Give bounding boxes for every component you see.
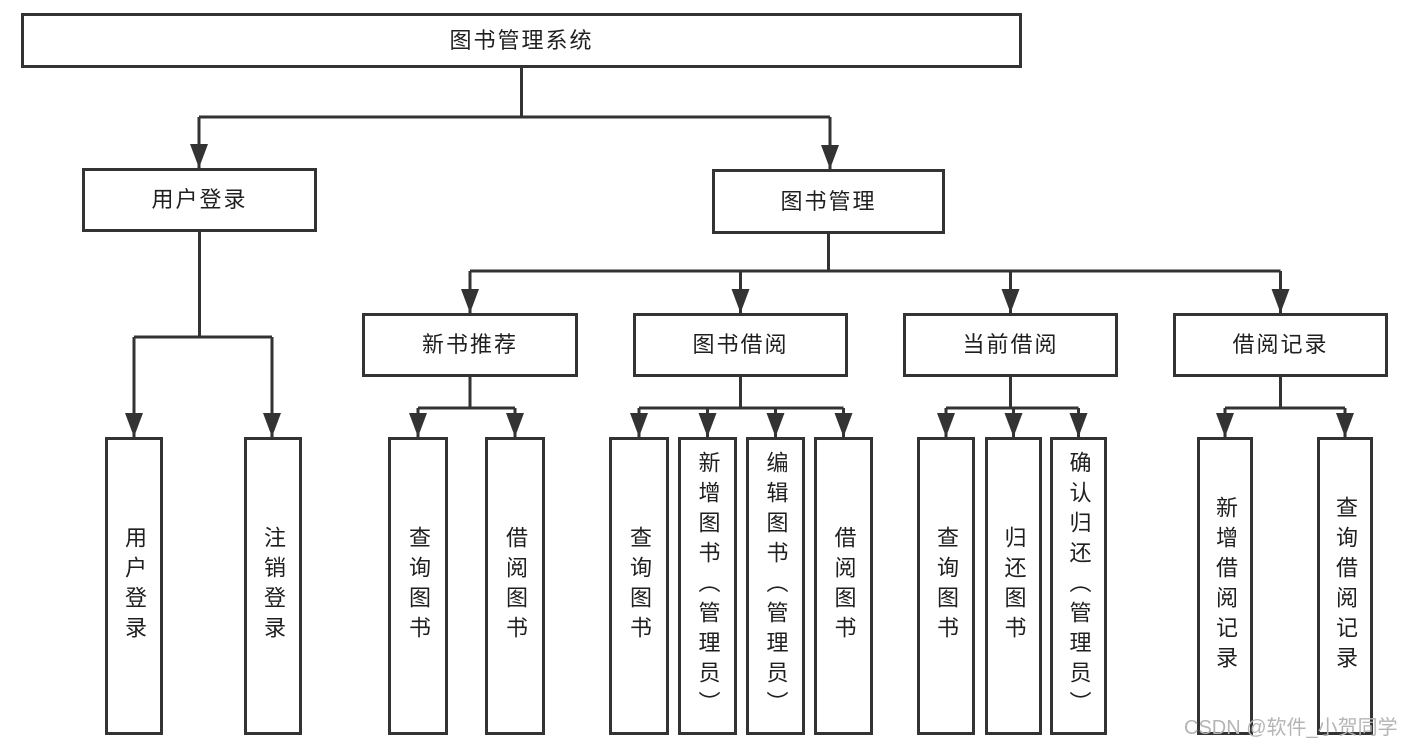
leaf-borrow-books-1: 借阅图书 — [485, 437, 545, 735]
node-book-management-label: 图书管理 — [780, 188, 877, 214]
leaf-query-books-2-label: 查询图书 — [627, 526, 652, 646]
leaf-add-book-admin: 新增图书（管理员） — [678, 437, 737, 735]
node-current-borrow: 当前借阅 — [903, 313, 1118, 377]
leaf-borrow-books-2-label: 借阅图书 — [831, 526, 857, 646]
leaf-borrow-books-2: 借阅图书 — [814, 437, 873, 735]
leaf-edit-book-admin: 编辑图书（管理员） — [746, 437, 805, 735]
leaf-borrow-books-1-label: 借阅图书 — [503, 526, 528, 646]
node-book-management: 图书管理 — [712, 169, 945, 234]
leaf-query-books-1: 查询图书 — [388, 437, 448, 735]
leaf-add-borrow-record: 新增借阅记录 — [1197, 437, 1253, 735]
leaf-return-book: 归还图书 — [985, 437, 1042, 735]
csdn-watermark: CSDN @软件_小贺同学 — [1184, 717, 1398, 739]
leaf-query-books-1-label: 查询图书 — [406, 526, 431, 646]
node-root-label: 图书管理系统 — [449, 27, 594, 53]
leaf-user-login: 用户登录 — [105, 437, 163, 735]
leaf-edit-book-admin-label: 编辑图书（管理员） — [763, 451, 789, 721]
node-book-borrow-label: 图书借阅 — [692, 332, 789, 357]
node-borrow-record-label: 借阅记录 — [1232, 332, 1329, 357]
leaf-return-book-label: 归还图书 — [1001, 526, 1027, 646]
leaf-query-borrow-record-label: 查询借阅记录 — [1333, 496, 1358, 676]
node-current-borrow-label: 当前借阅 — [962, 332, 1059, 357]
node-user-login-label: 用户登录 — [151, 187, 248, 212]
tree-edges — [132, 68, 1347, 437]
leaf-confirm-return-admin: 确认归还（管理员） — [1050, 437, 1107, 735]
node-root: 图书管理系统 — [21, 13, 1022, 68]
node-new-book-recommend: 新书推荐 — [362, 313, 578, 377]
leaf-query-books-3: 查询图书 — [917, 437, 975, 735]
leaf-query-borrow-record: 查询借阅记录 — [1317, 437, 1373, 735]
node-user-login: 用户登录 — [82, 168, 317, 232]
leaf-add-book-admin-label: 新增图书（管理员） — [695, 451, 721, 721]
leaf-logout-label: 注销登录 — [261, 526, 286, 646]
leaf-query-books-3-label: 查询图书 — [934, 526, 959, 646]
node-book-borrow: 图书借阅 — [633, 313, 848, 377]
node-new-book-recommend-label: 新书推荐 — [421, 332, 518, 357]
leaf-logout: 注销登录 — [244, 437, 302, 735]
leaf-confirm-return-admin-label: 确认归还（管理员） — [1066, 451, 1092, 721]
leaf-add-borrow-record-label: 新增借阅记录 — [1213, 496, 1238, 676]
node-borrow-record: 借阅记录 — [1173, 313, 1388, 377]
leaf-user-login-label: 用户登录 — [122, 526, 147, 646]
leaf-query-books-2: 查询图书 — [609, 437, 669, 735]
